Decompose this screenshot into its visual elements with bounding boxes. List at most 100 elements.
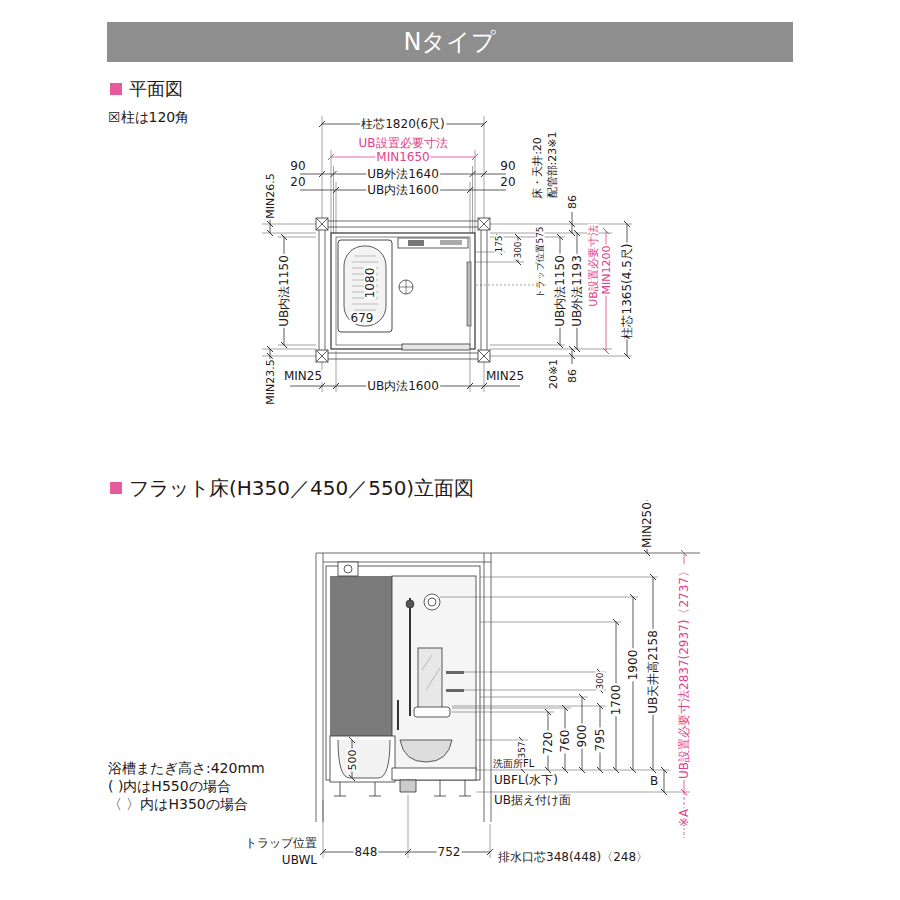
ventilation-fan <box>338 562 358 576</box>
light <box>428 598 436 606</box>
extension-line <box>472 166 473 233</box>
dimension-label: 679 <box>350 312 375 324</box>
shower-bar <box>409 598 411 716</box>
partition <box>467 262 471 326</box>
dimension-label: UB内法1150 <box>554 254 566 328</box>
dimension-label: B <box>649 775 659 787</box>
dimension-label: 20 <box>499 176 516 188</box>
dimension-label: 柱芯1820(6尺) <box>360 118 446 130</box>
extension-line <box>476 792 690 793</box>
extension-line <box>331 150 332 233</box>
wall-line <box>328 221 478 222</box>
extension-line <box>452 706 606 707</box>
support-legs <box>334 780 471 796</box>
level-label: UB据え付け面 <box>493 794 572 806</box>
dimension-label: 20※1 <box>548 358 559 390</box>
dimension-label: 90 <box>289 160 306 172</box>
column-symbol <box>478 350 490 362</box>
dimension-line <box>470 190 506 191</box>
dimension-line <box>270 224 271 233</box>
dimension-label: 86 <box>567 368 578 384</box>
extension-line <box>464 690 606 691</box>
shelf <box>446 671 464 674</box>
dimension-label: UB外法1193 <box>571 254 583 328</box>
dimension-line <box>270 349 271 356</box>
bathtub <box>330 736 395 782</box>
grab-bar <box>397 700 399 730</box>
wall-line <box>328 227 478 228</box>
dimension-line <box>572 356 573 364</box>
wall-line <box>316 553 317 822</box>
column-symbol <box>478 350 490 362</box>
extension-line <box>480 697 588 698</box>
elevation-dimension-lines <box>323 500 684 852</box>
section-marker <box>110 83 122 95</box>
dimension-line <box>664 770 665 792</box>
section-marker <box>110 482 122 494</box>
dimension-label: 752 <box>437 846 462 858</box>
wall-line <box>323 553 324 822</box>
drain <box>399 280 413 294</box>
dimension-label: 900 <box>576 724 588 749</box>
extension-line <box>490 224 632 225</box>
door <box>402 344 470 350</box>
bathtub <box>338 240 392 332</box>
extension-line <box>323 800 324 858</box>
note: 浴槽またぎ高さ:420mm <box>107 761 266 775</box>
dimension-label: 床・天井:20 <box>532 136 543 200</box>
dimension-line <box>300 174 322 175</box>
shelf <box>440 240 462 245</box>
dimension-label: 1700 <box>610 684 622 717</box>
faucet <box>414 707 450 717</box>
wall-line <box>484 553 485 822</box>
title: Nタイプ <box>404 26 497 58</box>
counter <box>398 238 468 248</box>
drain-trap <box>400 780 416 792</box>
dimension-line <box>300 190 336 191</box>
dimension-line <box>322 386 336 387</box>
dimension-label: 300 <box>514 240 523 259</box>
column-symbol <box>478 218 490 230</box>
note: ☒柱は120角 <box>107 110 190 124</box>
ceiling-line <box>316 553 700 554</box>
wall-line <box>487 230 488 350</box>
wall-line <box>325 230 326 350</box>
dimension-label: MIN23.5 <box>265 358 276 405</box>
unit-interior <box>336 237 470 345</box>
dimension-line <box>572 212 573 224</box>
dimension-label: UB設置必要寸法 <box>588 224 599 308</box>
extension-line <box>476 770 670 771</box>
extension-line <box>490 824 491 858</box>
plan-extension-lines <box>262 116 632 392</box>
extension-line <box>440 597 638 598</box>
column-symbol <box>316 350 328 362</box>
dimension-label: UB内法1600 <box>366 184 440 196</box>
column-symbol <box>478 218 490 230</box>
mirror <box>418 648 442 708</box>
light <box>424 594 440 610</box>
dimension-label: UB設置必要寸法2837(2937)〈2737〉 <box>678 564 690 780</box>
column-symbol <box>316 218 328 230</box>
dimension-line <box>290 386 322 387</box>
dimension-line <box>470 386 484 387</box>
wall-panel <box>330 576 392 736</box>
extension-line <box>490 349 612 350</box>
extension-line <box>480 577 658 578</box>
dimension-label: 柱芯1365(4.5尺) <box>621 243 633 340</box>
unit-outline <box>331 233 475 349</box>
bathtub-grill <box>352 256 378 310</box>
note: ( )内はH550の場合 <box>107 779 232 793</box>
dimension-label: 175 <box>495 234 504 253</box>
dimension-line <box>572 349 573 356</box>
dimension-label: MIN1650 <box>375 151 430 163</box>
ventilation-fan <box>344 565 352 573</box>
drain <box>399 280 413 294</box>
wall-line <box>491 553 492 822</box>
floor <box>392 768 476 780</box>
wall-panel <box>392 576 476 770</box>
faucet <box>408 240 424 246</box>
level-label: UBFL(水下) <box>493 774 559 786</box>
dimension-label: 86 <box>567 194 578 210</box>
dimension-label: 795 <box>594 728 606 753</box>
column-symbol <box>316 350 328 362</box>
